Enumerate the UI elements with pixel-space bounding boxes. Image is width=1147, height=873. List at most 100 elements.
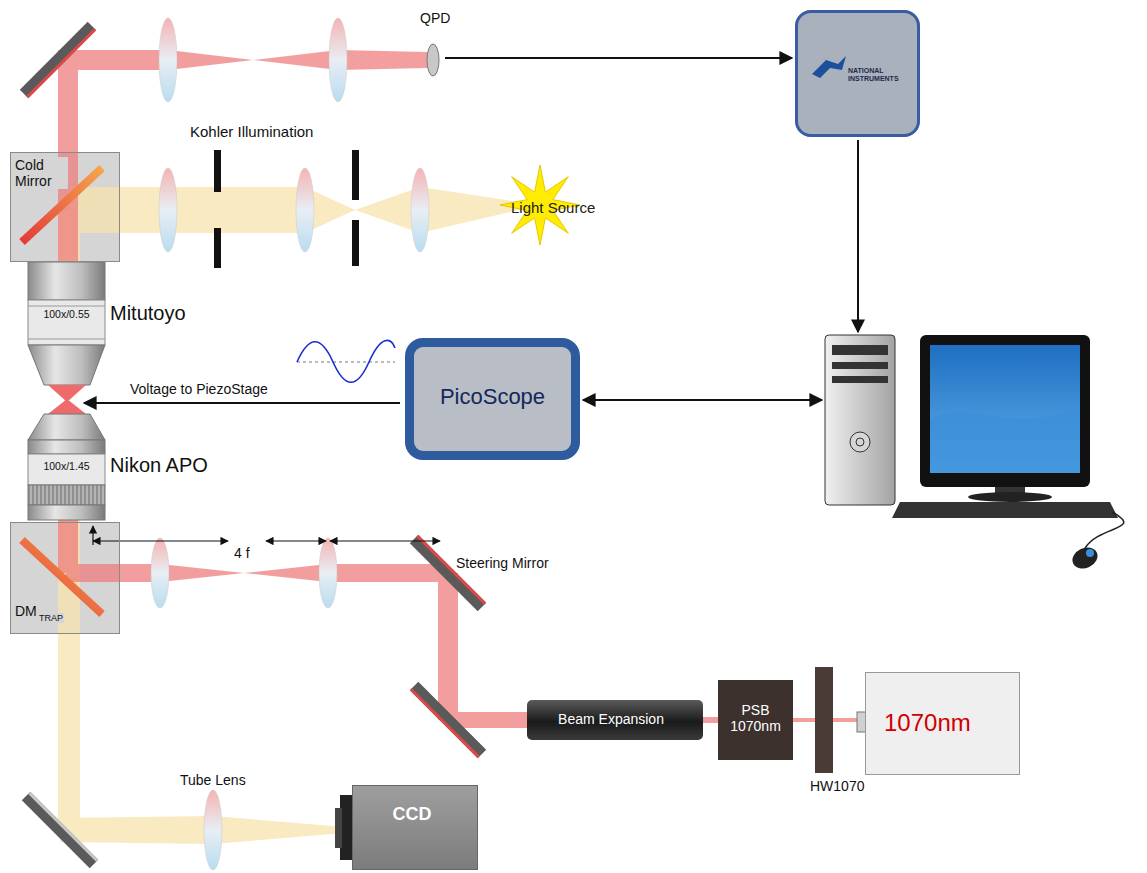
detector: QPD — [424, 42, 442, 78]
illustration-part — [329, 18, 347, 102]
node-label: Cold Mirror — [14, 157, 68, 189]
polarizing-beam-splitter: PSB 1070nm — [718, 680, 793, 760]
node-label: QPD — [420, 10, 450, 26]
illustration-part — [410, 682, 486, 758]
node-label: PicoScope — [414, 384, 571, 409]
illustration-part — [832, 376, 888, 383]
illustration-part — [795, 10, 920, 137]
node-label: 100x/0.55 — [28, 308, 105, 320]
illustration-part — [92, 526, 93, 545]
illustration-part — [28, 454, 105, 485]
laser-box: 1070nm — [865, 672, 1020, 775]
illustration-part — [28, 485, 105, 505]
part-label: HW1070 — [810, 778, 864, 794]
illustration-part — [159, 18, 177, 102]
illustration-part — [410, 682, 486, 758]
illustration-part — [84, 402, 400, 404]
illustration-part — [266, 540, 326, 541]
illustration-part — [58, 187, 540, 844]
node-label: 100x/1.45 — [28, 460, 105, 472]
illustration-part — [20, 22, 96, 98]
illustration-part — [28, 792, 98, 862]
illustration-part — [410, 535, 486, 611]
illustration-part — [28, 414, 105, 440]
illustration-part — [410, 535, 486, 611]
illustration-part — [58, 50, 857, 728]
signal-arrow — [857, 140, 859, 332]
node-label: Beam Expansion — [527, 711, 695, 727]
section-label: Kohler Illumination — [190, 123, 313, 140]
illustration-part — [930, 405, 1080, 473]
illustration-part — [28, 262, 105, 300]
illustration-part — [28, 505, 105, 520]
illustration-part — [1086, 549, 1094, 557]
illustration-part — [930, 345, 1080, 473]
illustration-part — [48, 399, 86, 414]
illustration-part — [825, 335, 895, 505]
illustration-part — [214, 228, 221, 268]
illustration-part — [28, 306, 105, 307]
illustration-part — [920, 335, 1090, 487]
illustration-part — [28, 440, 105, 454]
node-label: DM — [14, 603, 38, 619]
illustration-part — [411, 168, 429, 252]
illustration-part — [319, 538, 337, 608]
dimension-label: 4 f — [234, 545, 250, 561]
illustration-part — [20, 22, 96, 98]
light-source: Light Source — [505, 168, 627, 242]
illustration-part — [60, 816, 345, 844]
camera-box: CCD — [352, 785, 478, 870]
illustration-part — [335, 808, 342, 848]
beam-expander: Beam Expansion — [527, 700, 703, 740]
node-sublabel: Mitutoyo — [110, 302, 186, 325]
mirror-box: Cold Mirror — [10, 152, 120, 262]
illustration-part — [93, 540, 228, 541]
illustration-part — [832, 362, 888, 369]
illustration-part — [214, 150, 221, 192]
illustration-part — [28, 300, 105, 345]
illustration-part — [1069, 543, 1101, 572]
illustration-part — [297, 362, 395, 363]
node-label: CCD — [353, 804, 471, 825]
signal-arrow — [445, 57, 792, 59]
illustration-part — [892, 502, 1118, 518]
node-sublabel: TRAP — [38, 613, 64, 623]
node-label: Light Source — [511, 199, 595, 216]
node-label: PSB 1070nm — [724, 702, 787, 734]
illustration-part — [28, 345, 105, 385]
illustration-part — [204, 790, 222, 870]
illustration-part — [214, 150, 359, 268]
illustration-part — [28, 339, 105, 340]
oscilloscope-box: PicoScope — [405, 338, 580, 460]
illustration-part — [26, 28, 96, 98]
illustration-part — [438, 573, 458, 720]
signal-arrow — [583, 399, 822, 401]
illustration-part — [352, 220, 359, 266]
node-label: 1070nm — [884, 709, 971, 737]
illustration-part — [330, 540, 440, 541]
illustration-part — [151, 538, 169, 608]
objective: 100x/0.55Mitutoyo — [28, 262, 105, 390]
illustration-part — [832, 345, 888, 355]
illustration-part — [296, 168, 314, 252]
daq-box: NATIONAL INSTRUMENTS — [795, 10, 920, 137]
illustration-part — [1085, 512, 1124, 548]
signal-label: Voltage to PiezoStage — [130, 381, 268, 397]
illustration-part — [22, 792, 98, 868]
illustration-part — [812, 56, 846, 78]
illustration-part — [352, 150, 359, 200]
illustration-part — [66, 564, 448, 582]
illustration-part — [58, 50, 428, 70]
part-label: Steering Mirror — [456, 555, 549, 571]
illustration-part — [968, 492, 1052, 502]
illustration-part — [850, 432, 870, 452]
illustration-part — [856, 438, 864, 446]
part-label: Tube Lens — [180, 772, 246, 788]
illustration-part — [427, 44, 439, 76]
illustration-part — [410, 688, 480, 758]
illustration-part — [151, 18, 429, 870]
objective: 100x/1.45Nikon APO — [28, 400, 105, 520]
illustration-part — [297, 340, 395, 382]
